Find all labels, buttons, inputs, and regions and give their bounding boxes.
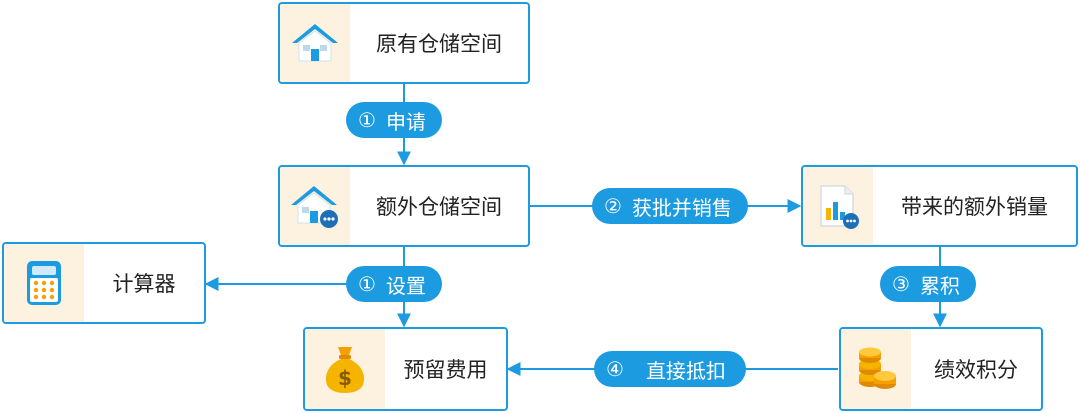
- house-icon: [280, 4, 350, 82]
- node-extra-storage: 额外仓储空间: [278, 165, 530, 247]
- node-label: 预留费用: [403, 358, 488, 382]
- node-extra-sales: 带来的额外销量: [801, 165, 1078, 247]
- step-accumulate: ③ 累积: [880, 266, 976, 302]
- step-label: 直接抵扣: [645, 358, 726, 383]
- node-label: 计算器: [112, 272, 176, 296]
- node-label: 额外仓储空间: [376, 195, 502, 219]
- svg-text:$: $: [338, 366, 352, 390]
- node-performance-points: 绩效积分: [839, 327, 1043, 411]
- house-more-icon: [280, 167, 350, 245]
- money-bag-icon: $: [305, 329, 385, 409]
- step-setup: ① 设置: [346, 266, 442, 302]
- step-number: ①: [358, 272, 376, 296]
- node-label: 绩效积分: [934, 358, 1018, 382]
- step-number: ③: [892, 272, 910, 296]
- node-original-storage: 原有仓储空间: [278, 2, 530, 84]
- step-label: 累积: [919, 273, 960, 298]
- step-label: 设置: [385, 273, 426, 298]
- coin-stack-icon: [841, 329, 911, 409]
- step-number: ①: [358, 108, 376, 132]
- bar-chart-report-icon: [803, 167, 873, 245]
- node-label: 带来的额外销量: [901, 195, 1048, 219]
- node-calculator: 计算器: [2, 242, 206, 324]
- step-deduct: ④ 直接抵扣: [594, 351, 746, 387]
- step-number: ②: [604, 194, 622, 218]
- step-label: 获批并销售: [631, 195, 732, 220]
- step-apply: ① 申请: [346, 102, 442, 138]
- step-number: ④: [606, 357, 624, 381]
- step-label: 申请: [385, 109, 426, 134]
- calculator-icon: [4, 244, 84, 322]
- node-reserved-fee: $ 预留费用: [303, 327, 508, 411]
- step-approve-sell: ② 获批并销售: [592, 188, 748, 224]
- node-label: 原有仓储空间: [376, 32, 502, 56]
